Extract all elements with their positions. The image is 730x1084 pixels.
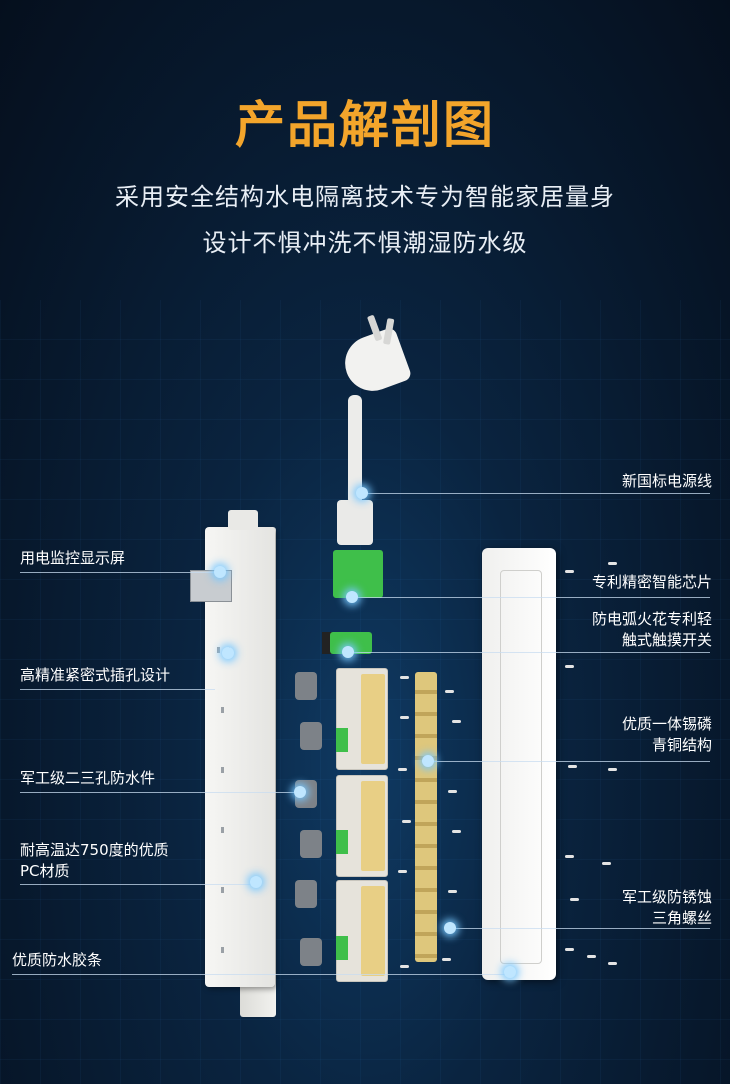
- page-title: 产品解剖图: [235, 96, 495, 154]
- waterproof-seal-5: [295, 880, 317, 908]
- callout-dot-power-cord: [356, 487, 368, 499]
- callout-screws: 军工级防锈蚀 三角螺丝: [621, 888, 712, 927]
- callout-line-power-cord: [365, 493, 710, 494]
- callout-line-screws: [450, 928, 710, 929]
- power-strip-housing: [205, 527, 275, 987]
- callout-display: 用电监控显示屏: [20, 549, 126, 567]
- display-screen-module: [190, 570, 232, 602]
- module-chip-1: [336, 728, 348, 752]
- callout-chip: 专利精密智能芯片: [591, 573, 712, 591]
- callout-switch: 防电弧火花专利轻 触式触摸开关: [591, 610, 712, 649]
- callout-dot-pc-material: [250, 876, 262, 888]
- callout-socket: 高精准紧密式插孔设计: [20, 666, 171, 684]
- waterproof-seal-1: [295, 672, 317, 700]
- callout-dot-display: [214, 566, 226, 578]
- callout-dot-screws: [444, 922, 456, 934]
- callout-dot-gasket: [504, 966, 516, 978]
- waterproof-seal-2: [300, 722, 322, 750]
- module-chip-3: [336, 936, 348, 960]
- callout-dot-waterproof-part: [294, 786, 306, 798]
- callout-line-switch: [350, 652, 710, 653]
- callout-dot-socket: [222, 647, 234, 659]
- module-chip-2: [336, 830, 348, 854]
- bronze-busbar: [415, 672, 437, 962]
- callout-dot-chip: [346, 591, 358, 603]
- callout-power-cord: 新国标电源线: [621, 472, 712, 490]
- cable-gland: [337, 500, 373, 545]
- callout-waterproof-part: 军工级二三孔防水件: [20, 769, 156, 787]
- callout-pc-material: 耐高温达750度的优质 PC材质: [20, 841, 169, 880]
- callout-line-chip: [355, 597, 710, 598]
- callout-gasket: 优质防水胶条: [12, 951, 103, 969]
- callout-line-gasket: [12, 974, 510, 975]
- touch-switch-board: [330, 632, 372, 654]
- power-cord: [348, 395, 362, 505]
- callout-bronze: 优质一体锡磷 青铜结构: [621, 715, 712, 754]
- chip-board: [333, 550, 383, 598]
- subtitle-line-1: 采用安全结构水电隔离技术专为智能家居量身: [115, 183, 615, 211]
- socket-module-2: [336, 775, 388, 877]
- callout-line-display: [20, 572, 220, 573]
- callout-line-waterproof-part: [20, 792, 300, 793]
- callout-dot-bronze: [422, 755, 434, 767]
- socket-module-3: [336, 880, 388, 982]
- socket-module-1: [336, 668, 388, 770]
- subtitle-line-2: 设计不惧冲洗不惧潮湿防水级: [202, 229, 528, 257]
- callout-dot-switch: [342, 646, 354, 658]
- callout-line-pc-material: [20, 884, 256, 885]
- callout-line-bronze: [428, 761, 710, 762]
- bottom-cover: [482, 548, 556, 980]
- waterproof-seal-6: [300, 938, 322, 966]
- waterproof-seal-4: [300, 830, 322, 858]
- power-strip-cord-inlet: [228, 510, 258, 530]
- cover-gasket-groove: [500, 570, 542, 964]
- callout-line-socket: [20, 689, 215, 690]
